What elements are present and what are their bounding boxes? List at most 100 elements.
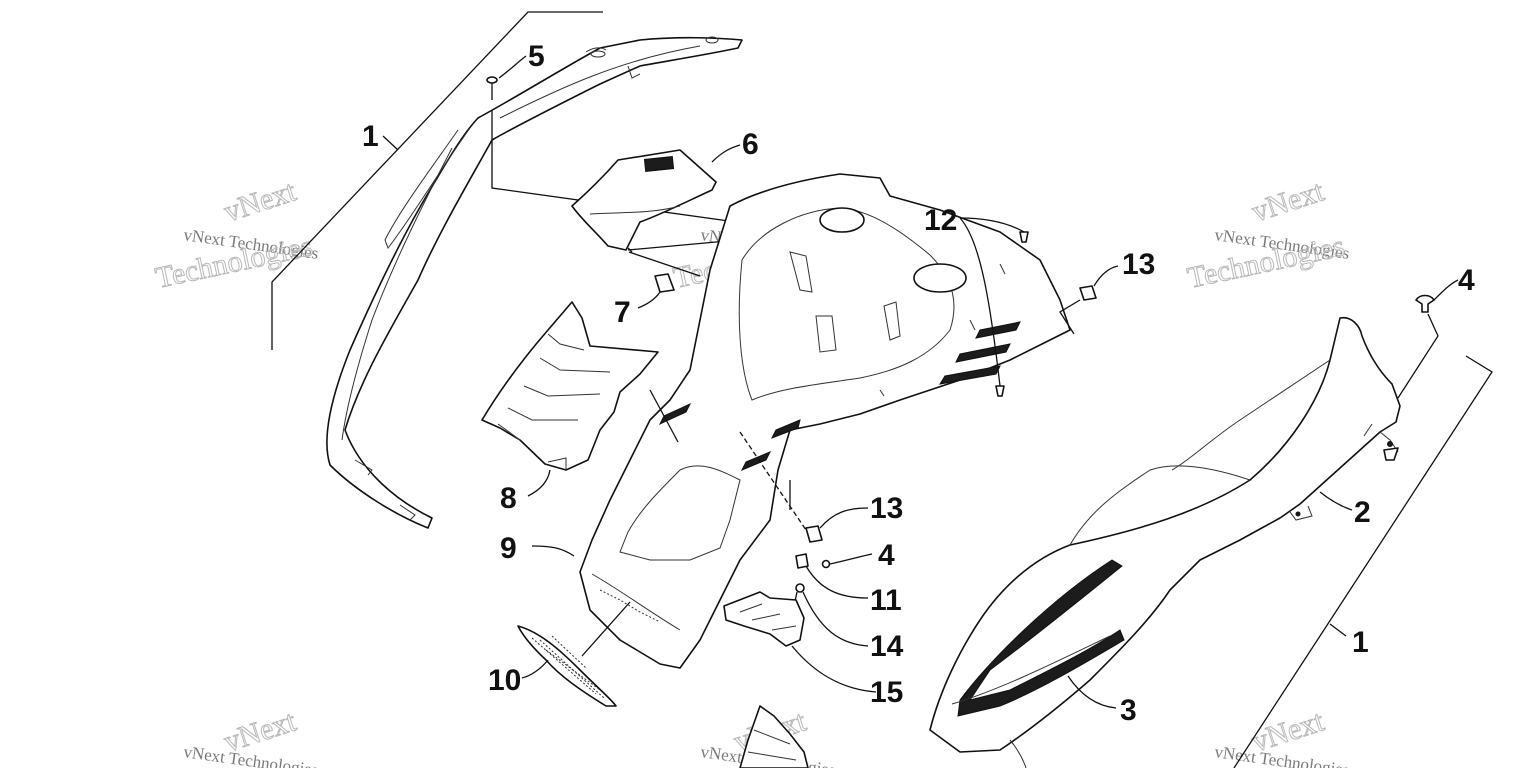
leader-bracket-1-right <box>1233 355 1493 768</box>
side-panel-hole <box>590 50 606 58</box>
vent-body <box>481 301 659 471</box>
leader-6 <box>711 144 741 163</box>
hood-slots <box>658 402 801 471</box>
fastener-bottom <box>995 385 1005 397</box>
clip-body <box>805 525 823 543</box>
screw-head <box>795 583 805 593</box>
leader-8 <box>527 469 551 497</box>
grommet-body <box>795 553 809 569</box>
leader-13-upper <box>1093 265 1119 287</box>
part-4-push-rivet <box>1415 294 1435 313</box>
vent-tab <box>547 457 567 470</box>
plate-body <box>571 149 717 251</box>
side-panel-edge <box>384 127 471 250</box>
callout-13-lower[interactable]: 13 <box>870 492 903 525</box>
plate-line <box>589 205 681 215</box>
screw-head <box>821 559 831 569</box>
callout-9[interactable]: 9 <box>500 532 517 565</box>
hood-side-vents <box>938 321 1021 385</box>
leader-14 <box>802 591 869 647</box>
part-8-vent-insert <box>481 301 659 471</box>
side-panel-mount <box>585 47 641 79</box>
decal-stripe <box>957 559 1125 717</box>
leader-hood-dashed <box>739 431 807 531</box>
callout-14[interactable]: 14 <box>870 630 904 663</box>
right-panel-upper-crease <box>1069 465 1251 546</box>
grille-mesh <box>531 635 605 699</box>
callout-10[interactable]: 10 <box>488 664 521 697</box>
leader-1-right <box>1329 623 1347 637</box>
decal-outline <box>951 635 1111 705</box>
side-panel-tabs <box>354 459 416 521</box>
leader-13-upper-hood <box>1059 299 1081 335</box>
right-panel-tab <box>1289 505 1313 521</box>
part-9-front-hood <box>579 173 1071 669</box>
side-panel-inner-line <box>341 147 453 441</box>
right-panel-body <box>929 316 1401 753</box>
screw-head <box>486 76 498 84</box>
callout-3[interactable]: 3 <box>1120 694 1137 727</box>
watermark-bottom-left: vNext vNext Technologies <box>182 704 319 768</box>
leader-9-vent <box>649 389 679 443</box>
callout-1-left[interactable]: 1 <box>362 120 379 153</box>
leader-bracket-1-left <box>271 11 603 350</box>
watermark-top-word: vNext <box>220 174 301 228</box>
callout-1-right[interactable]: 1 <box>1352 626 1369 659</box>
leader-11 <box>805 565 869 599</box>
hood-fastener-marks <box>879 263 1006 397</box>
callout-2[interactable]: 2 <box>1354 496 1371 529</box>
part-13-clip-upper <box>1079 285 1097 301</box>
clip-body <box>1079 285 1097 301</box>
leader-4-lower <box>829 553 873 565</box>
side-panel-top-edge <box>499 45 701 119</box>
part-3-decal <box>951 559 1125 717</box>
leader-15 <box>791 645 877 693</box>
callout-11[interactable]: 11 <box>870 584 902 617</box>
callout-6[interactable]: 6 <box>742 128 759 161</box>
leader-9 <box>531 545 575 557</box>
part-4-screw-lower <box>821 559 831 569</box>
part-6-plate <box>571 149 717 251</box>
watermark-top-word: vNext <box>1248 174 1329 228</box>
leader-5 <box>498 55 527 79</box>
hood-inner-brackets <box>789 251 901 353</box>
right-panel-clip <box>1383 447 1399 461</box>
vent-slats <box>497 333 611 441</box>
leader-4-upper-to-panel <box>1397 313 1439 399</box>
leader-4-upper <box>1433 279 1459 301</box>
hood-lower-line <box>591 573 681 631</box>
hood-pod-left <box>819 207 865 233</box>
watermark-top-right: vNext vNext Technologies Technologies <box>1184 174 1351 295</box>
hood-pod-right <box>913 263 967 293</box>
right-panel-top-line <box>1171 359 1331 471</box>
side-panel-hole <box>705 36 719 44</box>
leader-7 <box>637 291 661 309</box>
right-panel-lower-edge <box>1009 739 1027 768</box>
leader-10-to-hood <box>581 601 631 657</box>
watermark-top-left: vNext vNext Technologies Technologies <box>152 174 320 295</box>
part-5-screw <box>486 76 498 100</box>
callout-4-lower[interactable]: 4 <box>878 539 895 572</box>
callout-13-upper[interactable]: 13 <box>1122 248 1155 281</box>
part-1-left-side-panel <box>326 36 743 529</box>
callout-15[interactable]: 15 <box>870 676 903 709</box>
part-12-fasteners <box>995 231 1029 397</box>
callout-5[interactable]: 5 <box>528 40 545 73</box>
callout-7[interactable]: 7 <box>614 296 631 329</box>
leader-12-b <box>959 217 1001 387</box>
callout-4-upper[interactable]: 4 <box>1458 264 1475 297</box>
leader-1-left <box>382 135 399 151</box>
leader-10 <box>521 659 549 679</box>
bracket-ribs <box>739 603 797 631</box>
part-11-grommet <box>795 553 809 569</box>
callout-8[interactable]: 8 <box>500 482 517 515</box>
part-13-clip-lower <box>805 525 823 543</box>
part-7-clip <box>654 273 675 293</box>
right-panel-hole <box>1295 511 1301 517</box>
callout-12[interactable]: 12 <box>924 204 957 237</box>
side-panel-body <box>326 36 743 529</box>
rivet-head <box>1415 294 1435 313</box>
hood-nose-opening <box>619 465 741 561</box>
part-2-right-side-panel <box>929 316 1401 768</box>
part-14-screw <box>793 583 805 607</box>
